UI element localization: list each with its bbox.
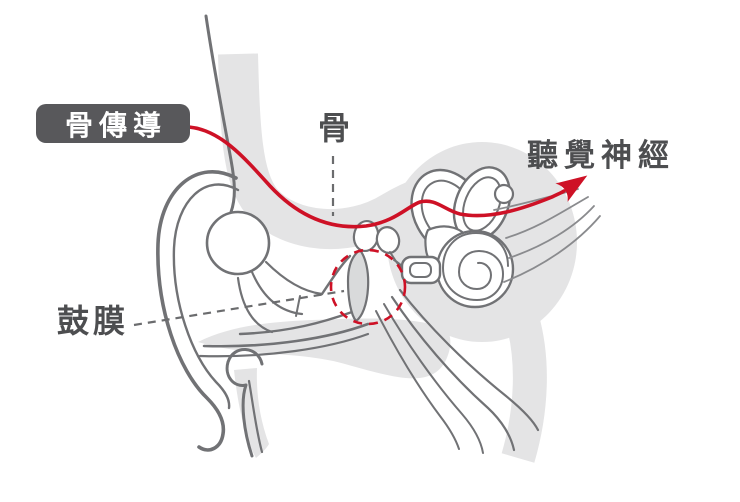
stapes: [400, 255, 442, 285]
eardrum-highlight-dashed-circle: [329, 248, 407, 326]
bone-conduction-label-text: 骨傳導: [64, 109, 167, 141]
notch-inner-line: [247, 379, 264, 454]
jaw-sweep-lines: [375, 288, 540, 454]
bone-arm-right: [501, 313, 547, 463]
sweep-line-2: [390, 295, 516, 452]
incus-process: [389, 251, 403, 269]
nerve-fiber-4: [503, 215, 601, 283]
inner-ear: [346, 166, 515, 323]
stapes-hole: [409, 262, 432, 278]
antihelix-line-1: [264, 260, 324, 296]
eardrum-label: 鼓膜: [57, 303, 130, 339]
cochlea-spiral: [442, 232, 509, 301]
antihelix-line-2: [250, 270, 304, 316]
eardrum-pointer-dashed-line: [133, 289, 345, 327]
auditory-nerve-label: 聽覺神經: [527, 138, 675, 173]
lower-wall-outer: [202, 322, 370, 348]
bone-conduction-label: 骨傳導: [36, 104, 190, 143]
helix-inner-curve: [172, 183, 240, 410]
intertragic-notch-hook: [225, 348, 264, 458]
lower-wall-inner: [198, 332, 370, 358]
crus-of-helix: [205, 210, 271, 276]
sweep-line-1: [398, 288, 540, 432]
ear-canal-top-wall: [320, 254, 352, 296]
sweep-line-3: [383, 303, 484, 454]
helix-outer-curve: [156, 170, 238, 452]
concha-detail-line: [295, 295, 301, 317]
antihelix-line-3: [236, 276, 274, 334]
sweep-line-4: [375, 310, 460, 450]
bone-conduction-path: [187, 125, 588, 229]
eardrum-shape: [346, 248, 370, 323]
bone-strip-below-ear: [234, 368, 269, 458]
bone-label: 骨: [318, 110, 351, 146]
canal-cross-section: [493, 183, 515, 205]
nerve-fiber-3: [508, 205, 595, 259]
